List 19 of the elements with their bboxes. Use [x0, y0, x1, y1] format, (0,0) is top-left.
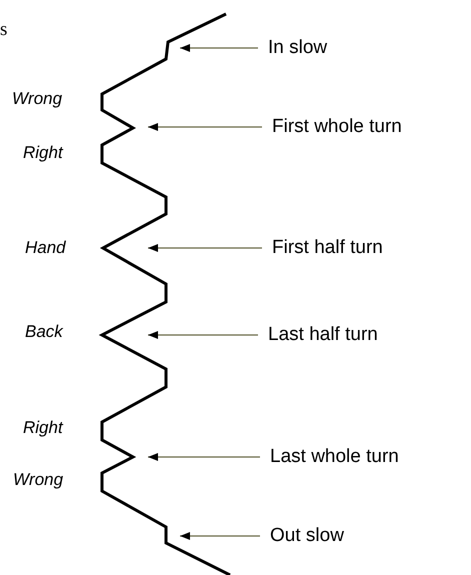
side-label: Wrong [13, 470, 64, 490]
callout-text: Out slow [270, 525, 344, 547]
cut-text: s [0, 20, 8, 40]
side-label: Right [23, 418, 63, 438]
side-label: Right [23, 143, 63, 163]
leader-arrow [148, 453, 260, 461]
side-label: Wrong [12, 89, 62, 109]
leader-arrow [148, 244, 262, 252]
leader-arrow [180, 532, 260, 540]
callout-text: In slow [268, 37, 328, 59]
callout-text: Last whole turn [270, 446, 399, 468]
leader-arrow [180, 44, 258, 52]
callout-text: First whole turn [272, 116, 402, 138]
side-label: Hand [25, 238, 66, 258]
callout-text: Last half turn [268, 324, 378, 346]
leader-arrow [148, 331, 258, 339]
leader-arrow [148, 123, 262, 131]
side-label: Back [25, 322, 63, 342]
callout-text: First half turn [272, 237, 383, 259]
